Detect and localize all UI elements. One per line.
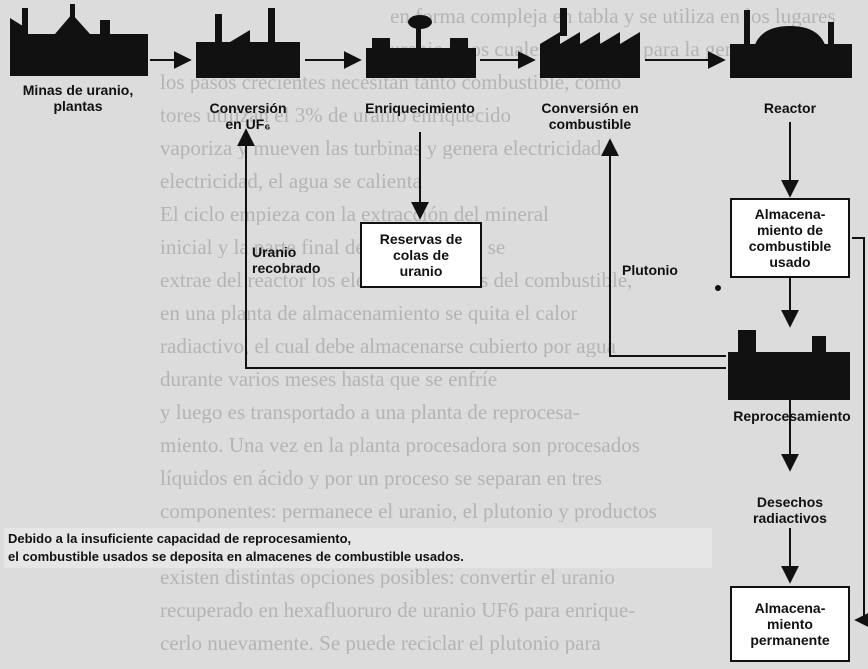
junction-dot [715,285,721,291]
background-text-line: miento. Una vez en la planta procesadora… [160,435,640,456]
background-text-line: componentes: permanece el uranio, el plu… [160,501,657,522]
tails-reserve-box: Reservas de colas de uranio [360,222,482,288]
background-text-line: radiactivo, el cual debe almacenarse cub… [160,336,616,357]
mines-label: Minas de uranio, plantas [22,82,134,114]
background-text-line: en una planta de almacenamiento se quita… [160,303,578,324]
uf6-conversion-plant-icon [196,8,300,78]
background-text-line: vaporiza y mueven las turbinas y genera … [160,138,602,159]
reactor-label: Reactor [763,100,817,116]
uf6-conversion-label: Conversión en UF₆ [209,100,287,132]
enrichment-plant-icon [366,15,476,78]
background-text-line: existen distintas opciones posibles: con… [160,567,615,588]
background-text-line: líquidos en ácido y por un proceso se se… [160,468,603,489]
permanent-storage-box: Almacena- miento permanente [730,586,850,662]
background-text-line: El ciclo empieza con la extracción del m… [160,204,549,225]
background-text-line: electricidad, el agua se calienta [160,171,422,192]
background-text-line: y luego es transportado a una planta de … [160,402,580,423]
flow-arrows [150,51,868,629]
radioactive-waste-label: Desechos radiactivos [753,494,827,526]
capacity-note: Debido a la insuficiente capacidad de re… [4,528,712,568]
background-text-line: en forma compleja en tabla y se utiliza … [390,6,836,27]
reprocessing-label: Reprocesamiento [733,408,851,424]
plutonium-label: Plutonio [622,262,678,278]
background-text-line: cerlo nuevamente. Se puede reciclar el p… [160,633,601,654]
recovered-uranium-label: Uranio recobrado [252,244,321,276]
enrichment-label: Enriquecimiento [365,100,475,116]
background-text-line: tores utilizan el 3% de uranio enriqueci… [160,105,512,126]
background-text-line: recuperado en hexafluoruro de uranio UF6… [160,600,636,621]
mine-plant-icon [10,4,148,76]
reprocessing-plant-icon [728,330,850,400]
reactor-icon [730,10,852,78]
fuel-fabrication-plant-icon [540,8,640,78]
fuel-conversion-label: Conversión en combustible [541,100,639,132]
background-text-line: durante varios meses hasta que se enfríe [160,369,498,390]
spent-fuel-storage-box: Almacena- miento de combustible usado [730,198,850,278]
